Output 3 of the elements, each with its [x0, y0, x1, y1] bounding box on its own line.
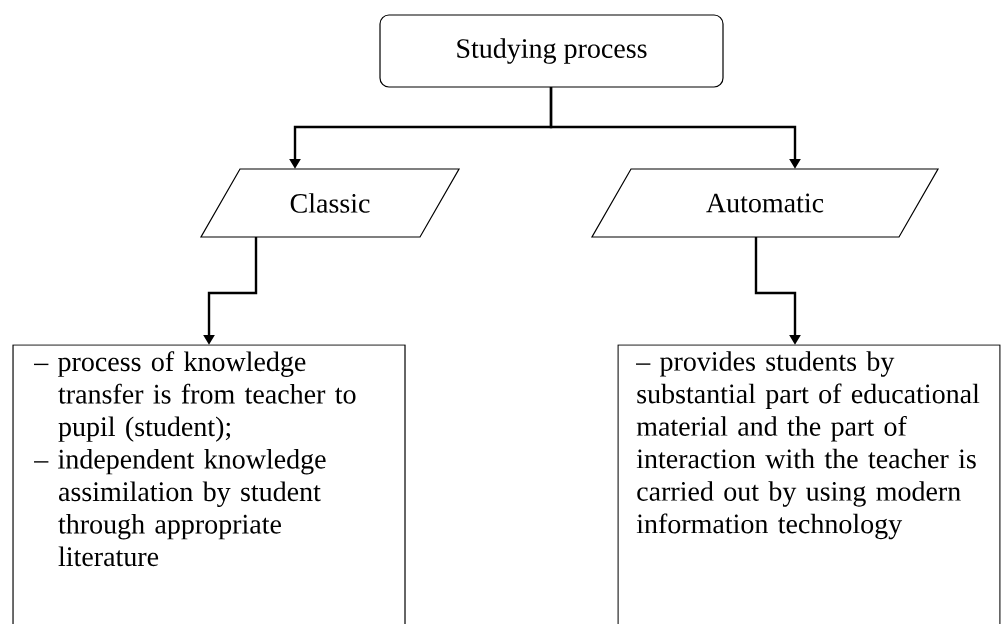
text-box: – provides students by substantial part of educational material and the part of interaction with the teacher is carried out by using modern information technology — [617, 344, 1001, 624]
text-box: – process of knowledge transfer is from teacher to pupil (student); – independent knowledge assimilation by student through appropriate literature — [12, 344, 406, 624]
process-box: Studying process — [379, 14, 724, 88]
